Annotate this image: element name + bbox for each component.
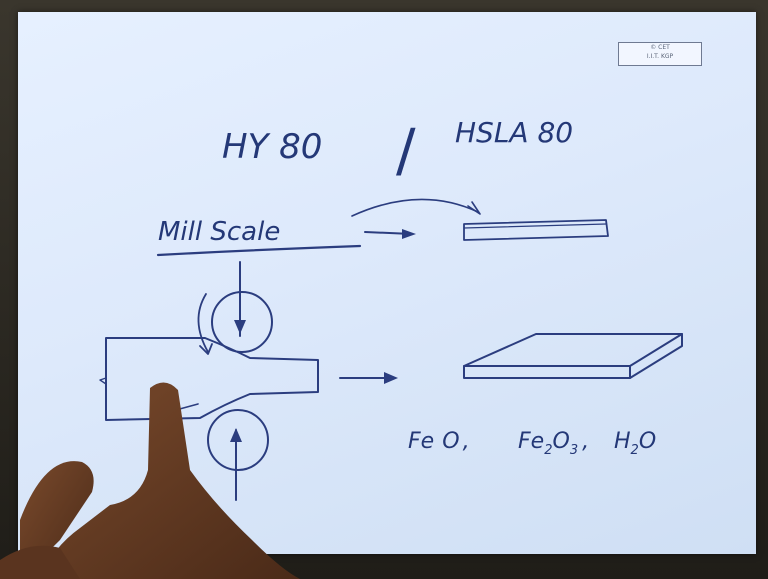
curved-arrow	[351, 198, 479, 217]
formula-fe2o3: Fe2O3,	[518, 429, 589, 458]
stamp-line-2: I.I.T. KGP	[646, 53, 674, 60]
title-hy80: HY 80	[222, 127, 322, 167]
upper-roll-rotation	[197, 293, 209, 353]
logo-stamp: © CET I.I.T. KGP	[618, 42, 702, 66]
thin-strip-shape	[463, 219, 609, 241]
mill-scale-underline	[156, 244, 362, 257]
arrow-to-strip-head	[402, 229, 416, 239]
formula-h2o: H2O	[614, 429, 656, 458]
plate-front	[463, 365, 631, 379]
upper-roll-force-arrowhead	[234, 320, 246, 334]
upper-roll	[211, 291, 273, 353]
label-mill-scale: Mill Scale	[158, 217, 280, 247]
stamp-line-1: © CET	[650, 44, 670, 51]
arrow-to-plate-head	[384, 372, 398, 384]
plate-top	[463, 333, 683, 367]
title-hsla80: HSLA 80	[455, 116, 573, 149]
curved-arrow-head	[467, 201, 481, 215]
plate-side	[629, 333, 683, 379]
upper-roll-rotation-head	[199, 343, 213, 355]
lower-roll-force-arrowhead	[230, 428, 242, 442]
title-separator: /	[396, 116, 416, 184]
workpiece-slab	[105, 337, 319, 421]
thin-strip-top-edge	[463, 223, 607, 229]
lower-arrow	[175, 403, 199, 411]
